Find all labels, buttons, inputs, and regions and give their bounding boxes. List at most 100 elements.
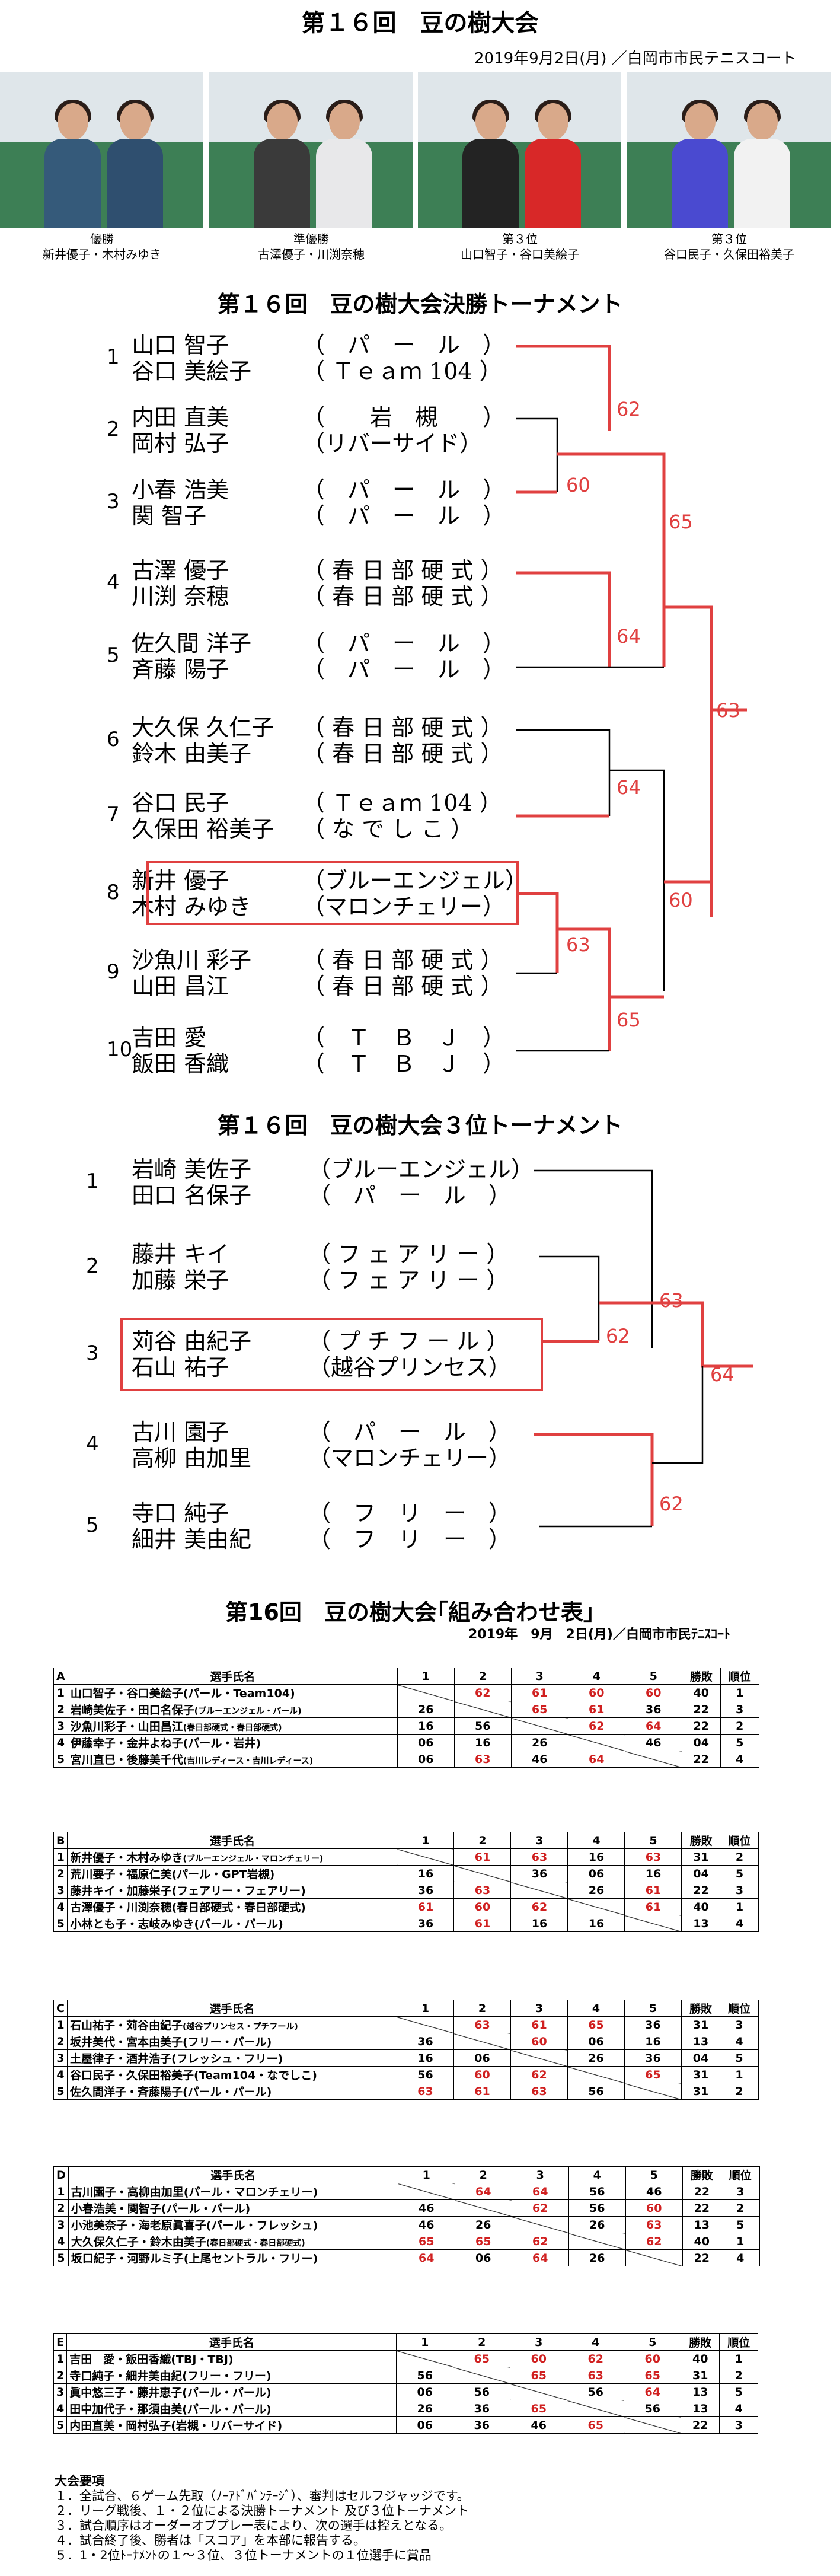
pair-club-text: (ブルーエンジェル・パール) bbox=[194, 1707, 302, 1716]
score-cell: 63 bbox=[453, 1751, 512, 1768]
score-cell: 64 bbox=[624, 1717, 682, 1735]
pair-name-text: 坂井美代・宮本由美子(フリー・パール) bbox=[69, 2036, 272, 2049]
score-cell: 65 bbox=[510, 1701, 568, 1718]
player-name: 鈴木 由美子 bbox=[132, 741, 252, 767]
seed-number: 4 bbox=[86, 1432, 99, 1456]
score-cell: 65 bbox=[397, 2233, 455, 2250]
row-number: 2 bbox=[53, 1865, 68, 1882]
column-header: 1 bbox=[397, 1668, 455, 1685]
row-number: 4 bbox=[53, 2066, 68, 2083]
self-match-cell bbox=[624, 1751, 682, 1768]
photo-names: 谷口民子・久保田裕美子 bbox=[664, 247, 794, 262]
score-cell: 26 bbox=[396, 2400, 454, 2417]
score-cell: 46 bbox=[397, 2199, 455, 2217]
row-number: 1 bbox=[53, 1848, 68, 1866]
pair-name-text: 内田直美・岡村弘子(岩槻・リバーサイド) bbox=[69, 2419, 283, 2432]
seed-number: 8 bbox=[107, 881, 120, 904]
pair-name: 坂口紀子・河野ルミ子(上尾セントラル・フリー) bbox=[68, 2249, 398, 2266]
bracket-lines bbox=[534, 1169, 753, 1528]
self-match-cell bbox=[510, 2049, 568, 2067]
win-loss-cell: 22 bbox=[681, 1717, 721, 1735]
pair-name-text: 古川園子・高柳由加里(パール・マロンチェリー) bbox=[71, 2186, 318, 2199]
win-loss-cell: 31 bbox=[681, 2083, 720, 2100]
date-venue: 2019年9月2日(月) ／白岡市市民テニスコート bbox=[474, 50, 797, 68]
score-cell: 56 bbox=[453, 1717, 512, 1735]
group-letter: B bbox=[53, 1832, 68, 1849]
score-cell: 61 bbox=[453, 1848, 512, 1866]
win-loss-cell: 13 bbox=[681, 2033, 720, 2050]
column-header: 勝敗 bbox=[682, 2166, 721, 2183]
photo-rank: 第３位 bbox=[711, 232, 747, 246]
score-cell: 60 bbox=[624, 1684, 682, 1701]
column-header: 3 bbox=[510, 2000, 568, 2017]
player-club: （ フ ェ ア リ ー ） bbox=[308, 1267, 509, 1293]
pair-name: 古澤優子・川渕奈穂(春日部硬式・春日部硬式) bbox=[67, 1898, 398, 1915]
player-name: 高柳 由加里 bbox=[132, 1445, 252, 1471]
winner-photo bbox=[0, 72, 203, 228]
self-match-cell bbox=[454, 2199, 512, 2217]
self-match-cell bbox=[567, 1898, 625, 1915]
score-cell: 36 bbox=[624, 1701, 682, 1718]
score-cell: 64 bbox=[567, 1751, 625, 1768]
self-match-cell bbox=[511, 2216, 569, 2233]
player-club: （越谷プリンセス） bbox=[308, 1354, 512, 1381]
score-cell: 65 bbox=[624, 2066, 682, 2083]
group-letter: E bbox=[53, 2333, 68, 2351]
score-cell: 61 bbox=[453, 2083, 511, 2100]
seed-number: 5 bbox=[107, 643, 120, 667]
pair-club-text: (ブルーエンジェル・マロンチェリー) bbox=[183, 1854, 324, 1864]
match-score: 65 bbox=[617, 1009, 641, 1031]
score-cell: 60 bbox=[625, 2199, 683, 2217]
score-cell: 62 bbox=[510, 2066, 568, 2083]
pair-name: 眞中悠三子・藤井恵子(パール・パール) bbox=[66, 2383, 397, 2400]
score-cell: 61 bbox=[397, 1898, 455, 1915]
column-header: 5 bbox=[624, 2333, 682, 2351]
score-cell: 16 bbox=[510, 1915, 568, 1932]
win-loss-cell: 40 bbox=[681, 1684, 721, 1701]
pair-name-text: 藤井キイ・加藤栄子(フェアリー・フェアリー) bbox=[70, 1885, 306, 1898]
rank-cell: 4 bbox=[719, 2033, 759, 2050]
player-name: 久保田 裕美子 bbox=[132, 816, 274, 842]
score-cell: 62 bbox=[567, 1717, 625, 1735]
player-figure bbox=[313, 100, 375, 228]
pair-name: 古川園子・高柳由加里(パール・マロンチェリー) bbox=[68, 2183, 398, 2200]
winner-photo bbox=[627, 72, 831, 228]
score-cell: 06 bbox=[454, 2249, 512, 2266]
match-score: 62 bbox=[659, 1493, 684, 1515]
rank-cell: 4 bbox=[720, 2249, 760, 2266]
pair-name-text: 坂口紀子・河野ルミ子(上尾セントラル・フリー) bbox=[71, 2252, 318, 2265]
match-score: 60 bbox=[669, 889, 693, 911]
seed-number: 6 bbox=[107, 728, 120, 751]
row-number: 2 bbox=[53, 2033, 68, 2050]
pair-name-text: 岩崎美佐子・田口名保子 bbox=[70, 1704, 194, 1717]
score-cell: 61 bbox=[624, 1882, 682, 1899]
player-club: （ な で し こ ） bbox=[302, 816, 474, 842]
player-name: 谷口 民子 bbox=[132, 790, 229, 816]
match-score: 63 bbox=[566, 933, 590, 956]
column-header: 勝敗 bbox=[681, 1832, 721, 1849]
pair-name: 藤井キイ・加藤栄子(フェアリー・フェアリー) bbox=[67, 1882, 398, 1899]
score-cell: 46 bbox=[624, 1734, 682, 1751]
win-loss-cell: 13 bbox=[681, 2400, 720, 2417]
pair-name-text: 眞中悠三子・藤井恵子(パール・パール) bbox=[69, 2386, 272, 2399]
self-match-cell bbox=[397, 1848, 455, 1866]
score-cell: 63 bbox=[453, 2016, 511, 2033]
pair-name: 岩崎美佐子・田口名保子(ブルーエンジェル・パール) bbox=[67, 1701, 398, 1718]
note-item: ３．試合順序はオーダーオブプレー表により、次の選手は控えとなる。 bbox=[55, 2518, 452, 2533]
player-name: 大久保 久仁子 bbox=[132, 715, 274, 741]
win-loss-cell: 22 bbox=[681, 1882, 721, 1899]
player-club: （ 春 日 部 硬 式 ） bbox=[302, 557, 503, 584]
row-number: 1 bbox=[53, 2350, 68, 2367]
player-name: 岩崎 美佐子 bbox=[132, 1156, 252, 1182]
pair-name: 小池美奈子・海老原眞喜子(パール・フレッシュ) bbox=[68, 2216, 398, 2233]
column-header: 勝敗 bbox=[681, 2333, 720, 2351]
pair-name: 石山祐子・苅谷由紀子(越谷プリンセス・プチフール) bbox=[66, 2016, 397, 2033]
self-match-cell bbox=[510, 1717, 568, 1735]
score-cell: 56 bbox=[453, 2383, 511, 2400]
row-number: 3 bbox=[53, 2049, 68, 2067]
rank-cell: 2 bbox=[719, 2083, 759, 2100]
third-title: 第１６回 豆の樹大会３位トーナメント bbox=[217, 1112, 623, 1139]
